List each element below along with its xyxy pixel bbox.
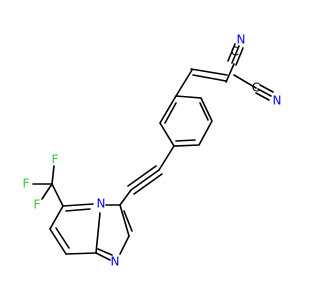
bond-cn-top-3 [227,43,236,62]
bond-layer [32,43,274,261]
molecule-structure: N C C N N N F F F [23,33,282,269]
benzene-inner-2 [175,139,196,142]
bond-c8a-c8 [65,252,97,255]
bond-c2-n1 [119,235,130,255]
bond-cn-bottom-3 [255,92,270,101]
bond-c8-c7 [49,228,67,255]
bond-n1-c8a-inner [97,248,113,256]
bond-cn-top-2 [235,47,244,66]
atom-label-nitrogen: N [237,33,246,47]
bond-alkyne-imidazole [119,189,132,206]
atom-label-carbon: C [231,45,239,59]
benzene-ring [159,95,213,147]
bond-cn-bottom-2 [259,84,274,93]
bond-alkyne-1 [130,169,160,191]
bond-vinyl-ring [175,69,193,97]
bond-alkyne-3 [133,173,163,195]
bond-vinyl-2 [192,74,227,82]
bond-n1-c8a [95,252,111,261]
bond-ccn-top [225,63,235,83]
bond-cn-bottom-1 [257,88,272,97]
benzene-inner-1 [199,102,209,121]
bond-c6-cf3 [51,183,64,207]
bond-ring-alkyne [158,145,175,171]
bond-c3-c2-inner [123,210,133,232]
bond-vinyl-1 [190,68,228,76]
bond-c6-c5 [62,203,94,207]
bond-cf3-f-bottom [41,183,53,200]
bond-c6-c5-inner [65,208,91,212]
atom-label-nitrogen: N [97,197,106,211]
bond-cf3-f-top [51,165,55,185]
bond-alkyne-2 [127,165,157,187]
atom-label-nitrogen: N [111,255,120,269]
bond-c3-c2 [119,204,130,237]
bond-cn-top-1 [231,45,240,64]
bond-ccn-bottom [233,74,257,89]
bond-c7-c6 [49,205,64,230]
atom-label-fluorine: F [23,177,30,191]
atom-label-carbon: C [252,81,260,95]
atom-label-nitrogen: N [273,94,282,108]
benzene-inner-3 [164,102,177,124]
bond-c8a-n4 [95,212,101,254]
atom-labels: N C C N N N F F F [23,33,282,269]
atom-label-fluorine: F [52,153,59,167]
structure-drawing: N C C N N N F F F [23,33,282,269]
bond-c8-c7-inner [55,227,70,249]
atom-label-fluorine: F [34,198,41,212]
